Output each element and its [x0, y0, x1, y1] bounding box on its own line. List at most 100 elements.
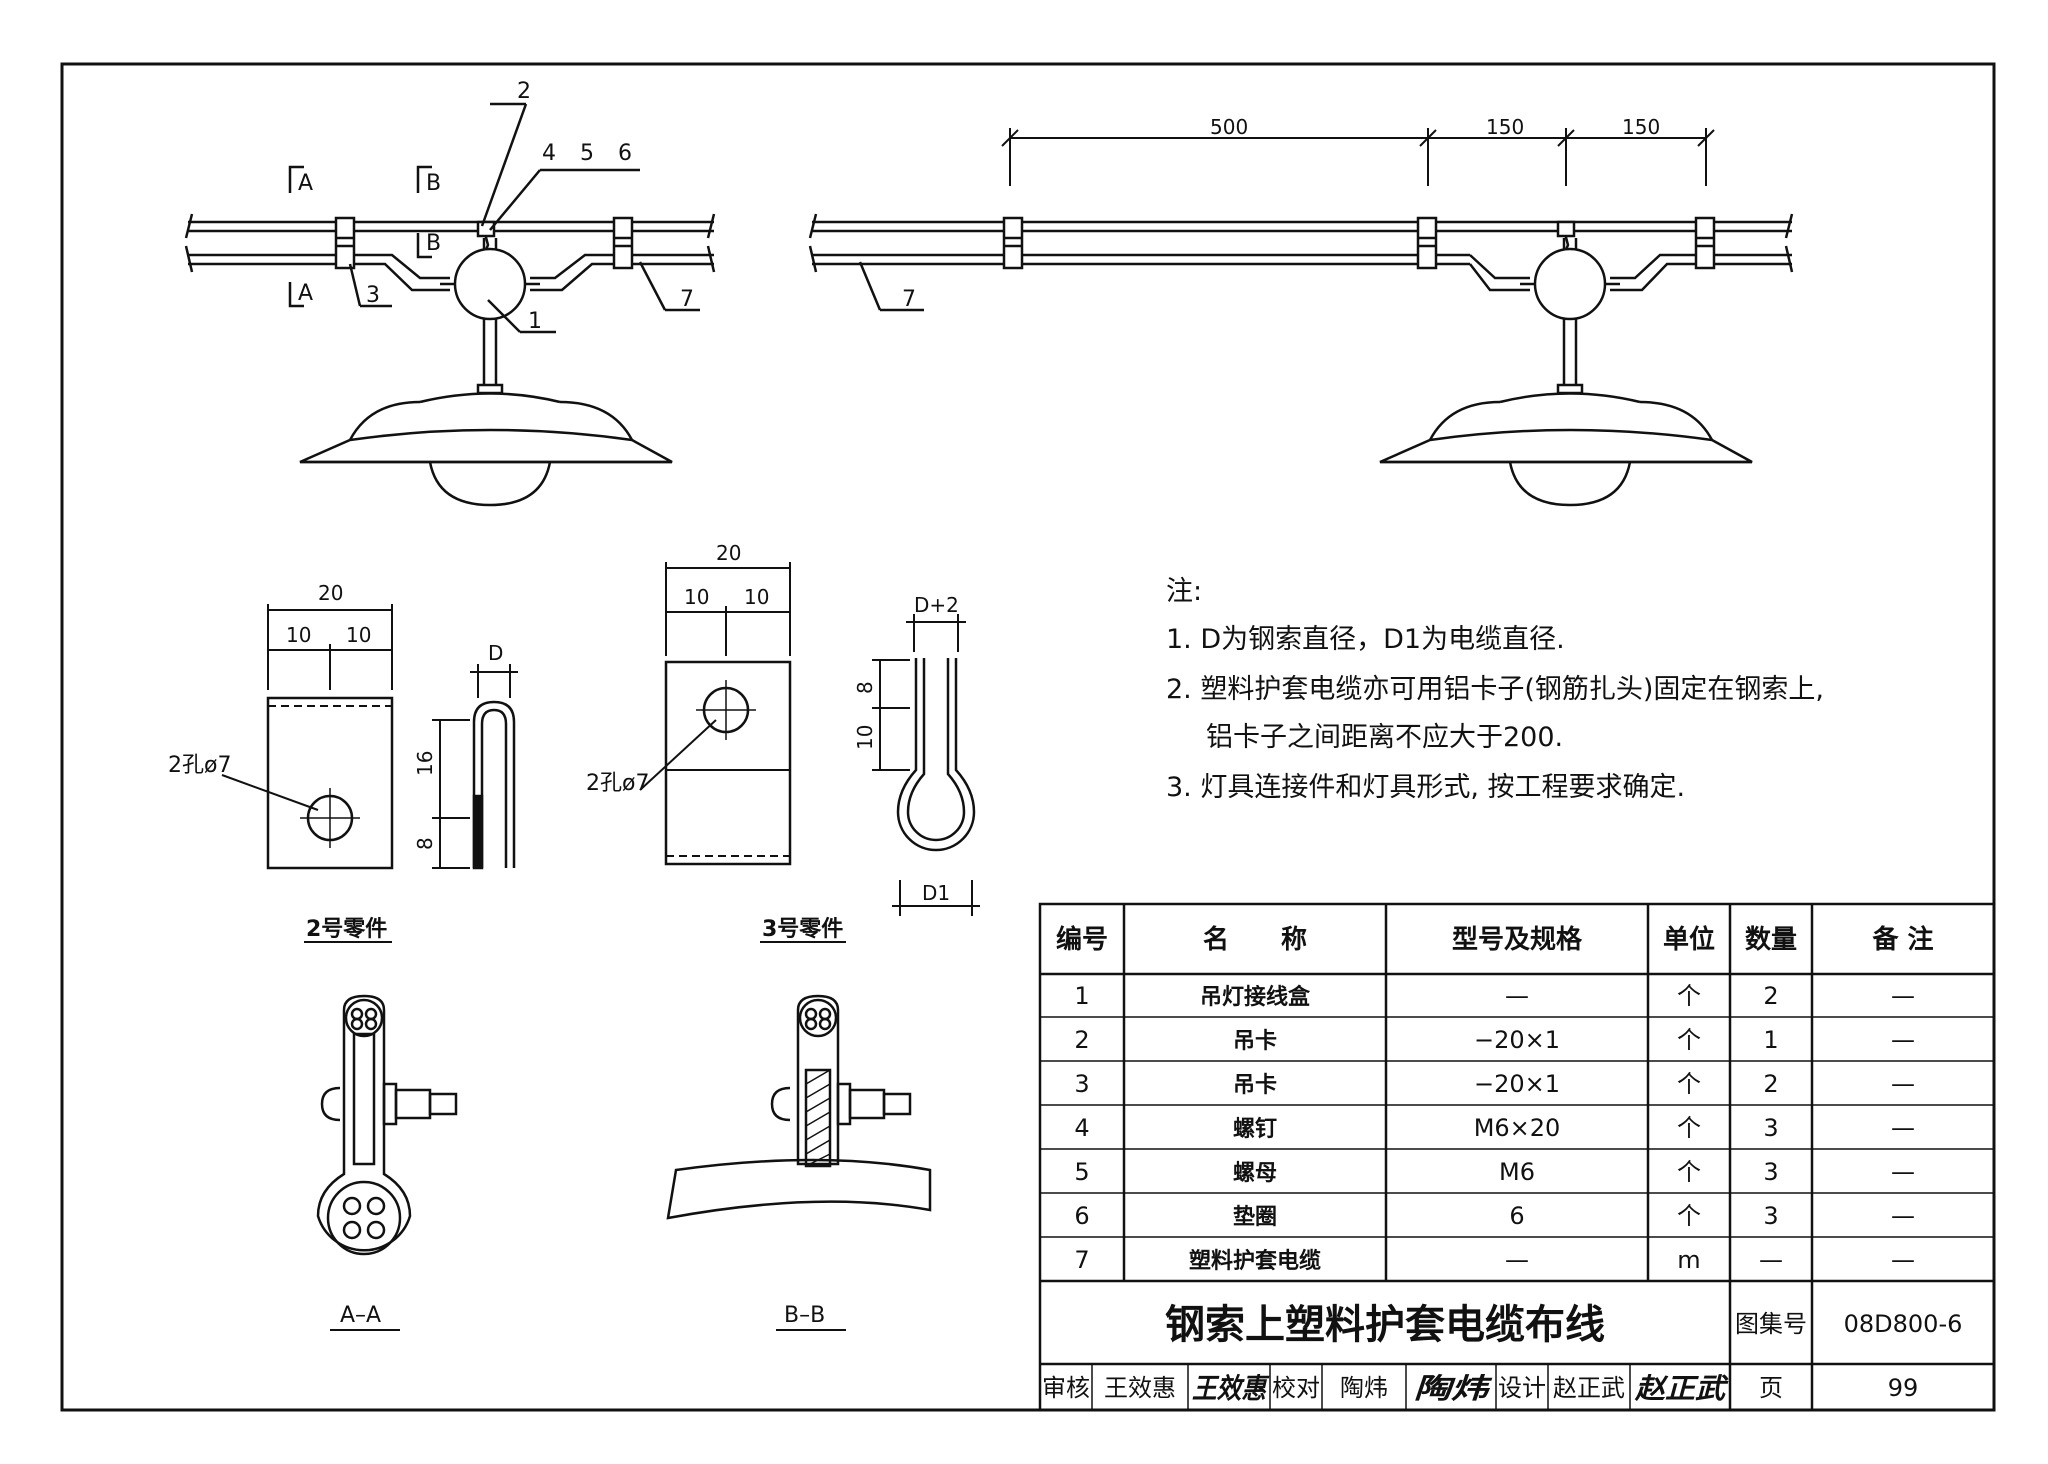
cell-qty: 3: [1763, 1158, 1778, 1186]
cell-name: 吊卡: [1233, 1029, 1277, 1054]
cell-unit: 个: [1677, 1114, 1701, 1142]
cell-qty: 3: [1763, 1114, 1778, 1142]
callout-7: 7: [680, 287, 694, 312]
design-name: 赵正武: [1553, 1374, 1625, 1402]
design-signature: 赵正武: [1634, 1372, 1729, 1405]
note-2-cont: 铝卡子之间距离不应大于200.: [1206, 722, 1563, 753]
table-row: 3 吊卡 −20×1 个 2 —: [1074, 1070, 1915, 1098]
cell-qty: 2: [1763, 982, 1778, 1010]
note-2: 2. 塑料护套电缆亦可用铝卡子(钢筋扎头)固定在钢索上,: [1166, 674, 1824, 705]
table-row: 2 吊卡 −20×1 个 1 —: [1074, 1026, 1915, 1054]
cell-qty: 2: [1763, 1070, 1778, 1098]
part3-drawing: [639, 562, 980, 943]
section-bb-label: B–B: [784, 1303, 825, 1328]
page-number: 99: [1888, 1374, 1919, 1402]
design-label: 设计: [1498, 1374, 1546, 1402]
cell-name: 吊灯接线盒: [1200, 984, 1311, 1010]
cell-name: 螺钉: [1233, 1116, 1277, 1142]
cell-remark: —: [1891, 982, 1915, 1010]
cell-name: 螺母: [1233, 1161, 1277, 1186]
check-label: 校对: [1272, 1374, 1320, 1402]
atlas-number: 08D800-6: [1844, 1310, 1963, 1338]
part2-labels: 20 10 10 D 16 8 2孔ø7 2号零件: [168, 581, 503, 942]
cell-spec: —: [1505, 1246, 1529, 1274]
atlas-label: 图集号: [1735, 1310, 1807, 1338]
cell-remark: —: [1891, 1026, 1915, 1054]
part2-dim-20: 20: [318, 581, 343, 605]
part2-dim-10-a: 10: [286, 623, 311, 647]
part3-labels: 20 10 10 D+2 8 10 D1 2孔ø7 3号零件: [586, 541, 959, 942]
cell-no: 5: [1074, 1158, 1089, 1186]
notes: 注: 1. D为钢索直径，D1为电缆直径. 2. 塑料护套电缆亦可用铝卡子(钢筋…: [1166, 576, 1824, 803]
part3-dim-10-v: 10: [853, 725, 877, 750]
callout-7-right: 7: [902, 287, 916, 312]
part3-hole-label: 2孔ø7: [586, 771, 649, 796]
check-signature: 陶炜: [1414, 1372, 1493, 1405]
table-row: 1 吊灯接线盒 — 个 2 —: [1074, 982, 1915, 1010]
cell-name: 吊卡: [1233, 1073, 1277, 1098]
parts-table: [1038, 902, 1996, 1412]
cell-qty: 1: [1763, 1026, 1778, 1054]
drawing-title: 钢索上塑料护套电缆布线: [1165, 1302, 1605, 1348]
cell-no: 7: [1074, 1246, 1089, 1274]
cell-spec: M6×20: [1474, 1114, 1561, 1142]
table-body: 1 吊灯接线盒 — 个 2 — 2 吊卡 −20×1 个 1 — 3 吊卡 −2…: [1074, 982, 1915, 1274]
cell-spec: M6: [1499, 1158, 1535, 1186]
section-aa: [316, 994, 458, 1331]
callout-3: 3: [366, 283, 380, 308]
callout-4: 4: [542, 141, 556, 166]
cell-unit: 个: [1677, 1026, 1701, 1054]
section-aa-label: A–A: [340, 1303, 381, 1328]
notes-heading: 注:: [1166, 576, 1202, 607]
cell-name: 垫圈: [1233, 1204, 1277, 1230]
callout-2: 2: [517, 79, 531, 104]
cell-spec: 6: [1509, 1202, 1524, 1230]
cell-remark: —: [1891, 1202, 1915, 1230]
cell-unit: 个: [1677, 1202, 1701, 1230]
cell-qty: —: [1759, 1246, 1783, 1274]
title-block: 钢索上塑料护套电缆布线 图集号 08D800-6 审核 王效惠 王效惠 校对 陶…: [1042, 1302, 1962, 1405]
cell-unit: 个: [1677, 1158, 1701, 1186]
cell-remark: —: [1891, 1114, 1915, 1142]
note-3: 3. 灯具连接件和灯具形式, 按工程要求确定.: [1166, 772, 1685, 803]
left-elevation: [184, 102, 716, 507]
right-elevation-labels: 500 150 150 7: [902, 115, 1660, 312]
cell-spec: —: [1505, 982, 1529, 1010]
part2-dim-d: D: [488, 641, 503, 665]
section-mark-a-bottom: A: [298, 281, 313, 306]
cell-unit: 个: [1677, 1070, 1701, 1098]
dim-150-b: 150: [1622, 115, 1660, 139]
cell-no: 4: [1074, 1114, 1089, 1142]
header-qty: 数量: [1745, 925, 1797, 955]
header-name: 名 称: [1203, 924, 1307, 955]
part3-title: 3号零件: [762, 917, 843, 942]
section-bb: [666, 994, 932, 1331]
part3-dim-20: 20: [716, 541, 741, 565]
cell-no: 6: [1074, 1202, 1089, 1230]
header-remark: 备 注: [1871, 924, 1933, 955]
page-label: 页: [1759, 1374, 1783, 1402]
table-row: 6 垫圈 6 个 3 —: [1074, 1202, 1915, 1230]
table-header: 编号 名 称 型号及规格 单位 数量 备 注: [1056, 924, 1934, 955]
review-label: 审核: [1042, 1374, 1090, 1402]
cell-no: 1: [1074, 982, 1089, 1010]
note-1: 1. D为钢索直径，D1为电缆直径.: [1166, 624, 1565, 655]
callout-5: 5: [580, 141, 594, 166]
section-mark-a-top: A: [298, 171, 313, 196]
part2-hole-label: 2孔ø7: [168, 753, 231, 778]
callout-6: 6: [618, 141, 632, 166]
header-spec: 型号及规格: [1452, 924, 1583, 955]
cell-remark: —: [1891, 1070, 1915, 1098]
part2-dim-8: 8: [413, 837, 437, 850]
table-row: 4 螺钉 M6×20 个 3 —: [1074, 1114, 1915, 1142]
review-signature: 王效惠: [1192, 1372, 1270, 1405]
part2-drawing: [221, 604, 518, 943]
table-row: 5 螺母 M6 个 3 —: [1074, 1158, 1915, 1186]
cell-unit: 个: [1677, 982, 1701, 1010]
section-mark-b-bottom: B: [426, 231, 441, 256]
table-row: 7 塑料护套电缆 — m — —: [1074, 1246, 1915, 1274]
right-elevation: [808, 128, 1794, 507]
part3-dim-d1: D1: [922, 881, 950, 905]
part3-dim-d2: D+2: [914, 593, 959, 617]
